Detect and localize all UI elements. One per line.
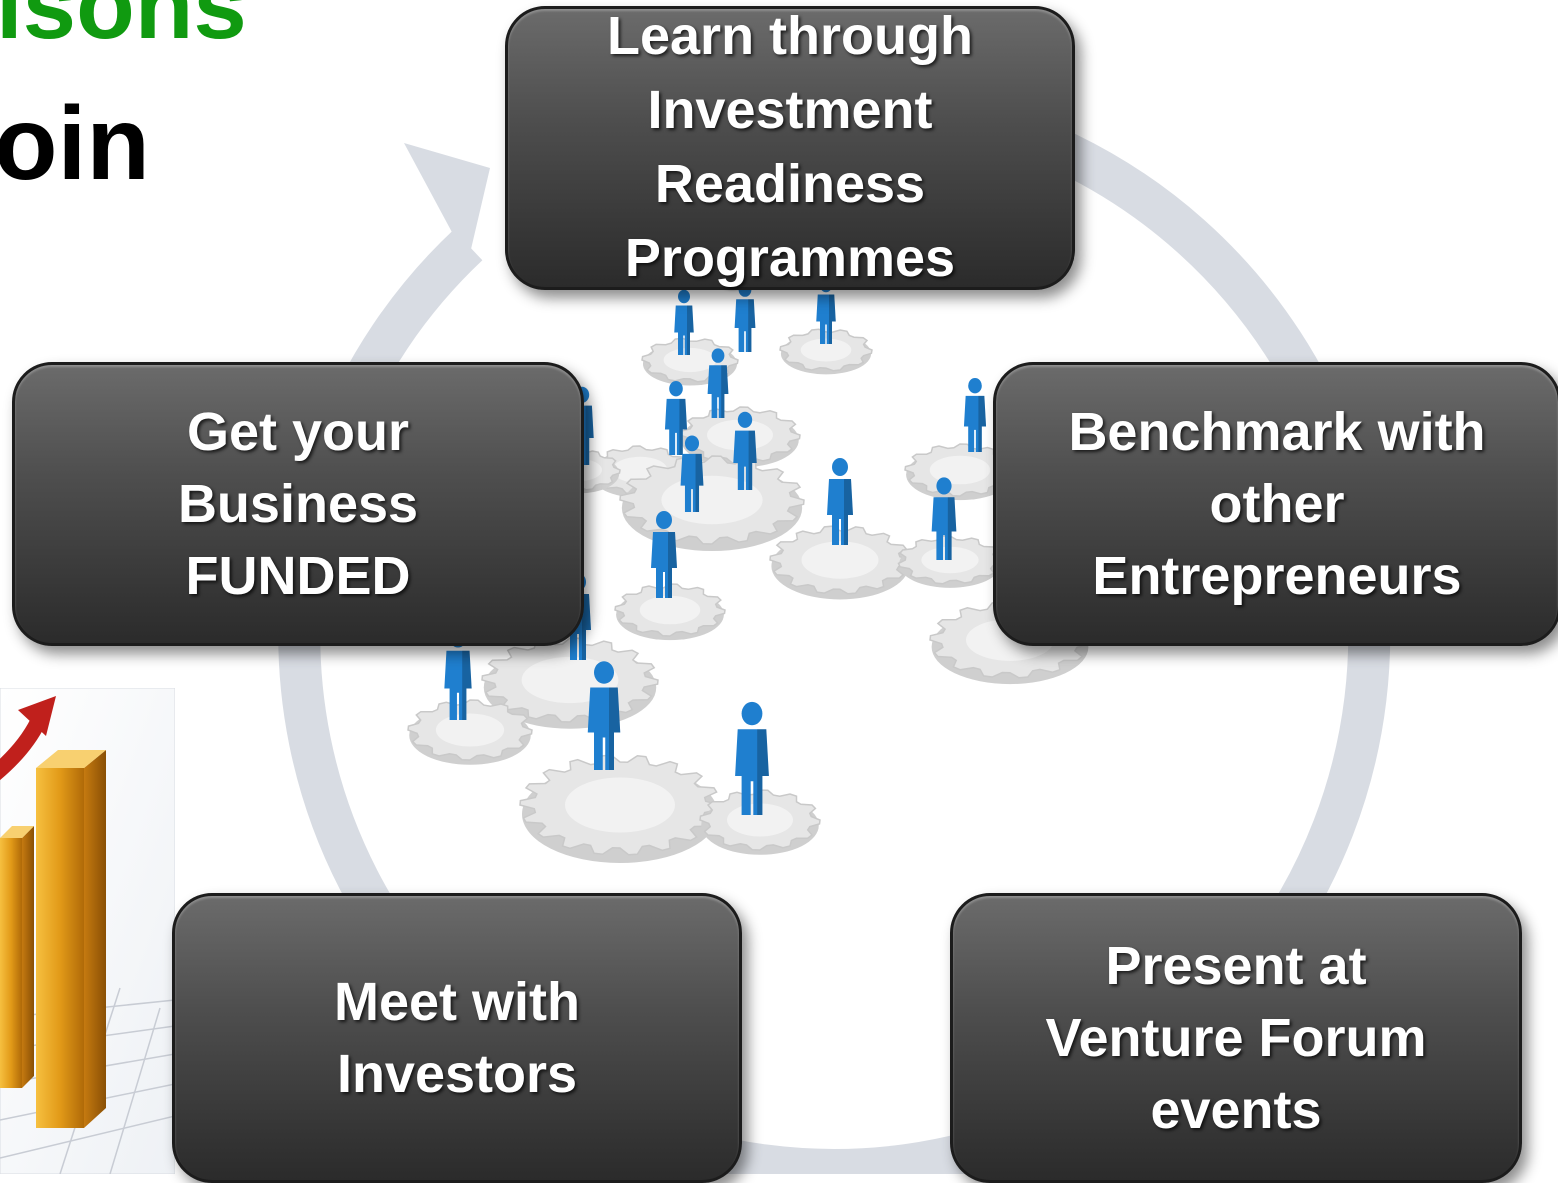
person-figure-icon: [651, 511, 677, 598]
person-figure-icon: [707, 348, 729, 418]
title-line-2: oin: [0, 86, 150, 202]
person-figure-icon: [827, 458, 853, 545]
gear: [769, 525, 911, 600]
cycle-arrowhead: [404, 143, 490, 262]
gear: [407, 699, 533, 765]
person-figure-icon: [931, 477, 957, 560]
person-figure-icon: [680, 435, 704, 512]
person-figure-icon: [587, 661, 621, 770]
person-figure-icon: [735, 701, 769, 815]
gear: [904, 443, 1016, 501]
person-figure-icon: [733, 411, 757, 490]
gear: [614, 583, 726, 641]
step-box-learn: Learn through Investment Readiness Progr…: [505, 6, 1075, 290]
step-label-learn: Learn through Investment Readiness Progr…: [607, 6, 973, 288]
step-label-present: Present at Venture Forum events: [1045, 936, 1427, 1140]
step-box-funded: Get your Business FUNDED: [12, 362, 584, 646]
short-bar: [0, 826, 34, 1088]
step-label-funded: Get your Business FUNDED: [177, 402, 419, 606]
step-box-benchmark: Benchmark with other Entrepreneurs: [993, 362, 1558, 646]
person-figure-icon: [963, 378, 987, 452]
gear: [519, 754, 721, 863]
step-label-meet: Meet with Investors: [333, 972, 580, 1104]
tall-bar: [36, 750, 106, 1128]
title-line-1: isons: [0, 0, 247, 59]
step-box-meet: Meet with Investors: [172, 893, 742, 1183]
growth-chart-illustration: [0, 688, 175, 1174]
step-label-benchmark: Benchmark with other Entrepreneurs: [1068, 402, 1486, 606]
step-box-present: Present at Venture Forum events: [950, 893, 1522, 1183]
gear: [779, 328, 873, 375]
person-figure-icon: [674, 289, 694, 355]
person-figure-icon: [664, 381, 688, 455]
growth-arrow: [0, 696, 56, 781]
gear: [619, 455, 805, 552]
